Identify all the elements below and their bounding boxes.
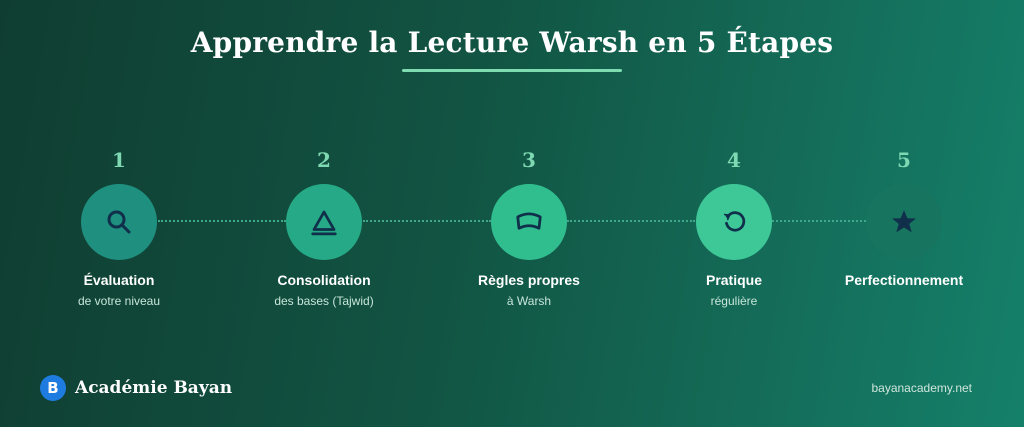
- step-circle: [866, 184, 942, 260]
- step-4: 4 Pratique régulière: [644, 148, 824, 308]
- step-number: 5: [897, 148, 911, 172]
- refresh-icon: [723, 211, 746, 232]
- step-number: 2: [317, 148, 331, 172]
- star-icon: [892, 210, 916, 233]
- step-number: 1: [112, 148, 126, 172]
- step-number: 4: [727, 148, 741, 172]
- step-circle: [81, 184, 157, 260]
- step-circle: [491, 184, 567, 260]
- connector-line: [363, 220, 491, 222]
- step-3: 3 Règles propres à Warsh: [439, 148, 619, 308]
- connector-line: [772, 220, 866, 222]
- step-label: Consolidation: [277, 272, 371, 288]
- search-icon: [107, 210, 131, 234]
- step-1: 1 Évaluation de votre niveau: [29, 148, 209, 308]
- step-circle: [696, 184, 772, 260]
- step-number: 3: [522, 148, 536, 172]
- website-link[interactable]: bayanacademy.net: [871, 381, 972, 395]
- step-2: 2 Consolidation des bases (Tajwid): [234, 148, 414, 308]
- connector-line: [158, 220, 286, 222]
- step-sublabel: de votre niveau: [77, 294, 161, 308]
- connector-line: [567, 220, 695, 222]
- step-circle: [286, 184, 362, 260]
- brand-name: Académie Bayan: [75, 378, 233, 398]
- step-5: 5 Perfectionnement: [814, 148, 994, 288]
- triangle-icon: [311, 210, 337, 236]
- academy-logo-icon: B: [40, 375, 66, 401]
- step-sublabel: des bases (Tajwid): [274, 294, 374, 308]
- brand: B Académie Bayan: [40, 375, 232, 401]
- step-label: Perfectionnement: [844, 272, 964, 288]
- title-underline: [402, 69, 622, 72]
- step-label: Règles propres: [478, 272, 580, 288]
- step-label: Évaluation: [83, 272, 155, 288]
- book-icon: [516, 212, 542, 230]
- step-sublabel: à Warsh: [506, 294, 552, 308]
- step-label: Pratique: [705, 272, 762, 288]
- step-sublabel: régulière: [710, 294, 758, 308]
- page-title: Apprendre la Lecture Warsh en 5 Étapes: [190, 26, 834, 59]
